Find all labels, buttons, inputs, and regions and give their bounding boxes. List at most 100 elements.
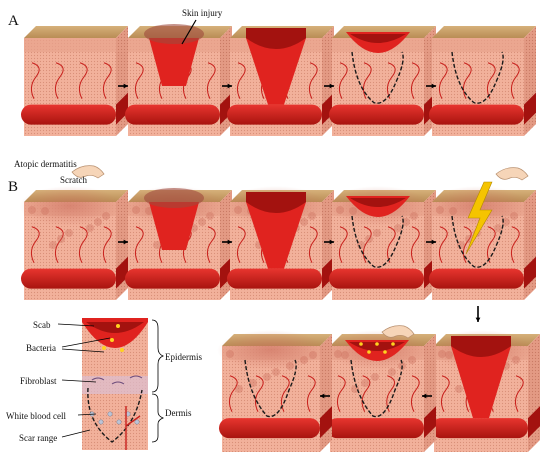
inflammation-spot bbox=[272, 368, 280, 376]
capillary bbox=[486, 226, 496, 263]
inflammation-spot bbox=[361, 379, 369, 387]
inflammation-spot bbox=[234, 206, 242, 214]
inflammation-spot bbox=[373, 229, 381, 237]
capillary bbox=[102, 226, 112, 263]
capillary bbox=[134, 62, 144, 99]
wound-blood bbox=[246, 38, 306, 105]
legend-leader-line bbox=[61, 379, 97, 383]
block-a1 bbox=[21, 26, 128, 136]
inflammation-spot bbox=[455, 385, 463, 393]
blood-vessel-side bbox=[220, 92, 232, 125]
arrow-head bbox=[422, 393, 427, 399]
epidermis-layer bbox=[432, 38, 524, 52]
capillary bbox=[386, 62, 396, 99]
white-blood-cell bbox=[98, 419, 104, 425]
bacteria-dot bbox=[367, 350, 371, 354]
capillary bbox=[280, 375, 290, 412]
hand-shape bbox=[71, 165, 105, 179]
wound-blood bbox=[246, 202, 306, 269]
scar-range-outline bbox=[87, 387, 143, 443]
inflammation-spot bbox=[206, 212, 214, 220]
lightning-icon bbox=[465, 181, 493, 255]
skin-surface bbox=[432, 26, 536, 38]
capillary bbox=[362, 226, 372, 263]
blood-vessel bbox=[125, 104, 220, 125]
inflammation-spot bbox=[449, 207, 457, 215]
block-a4 bbox=[329, 26, 436, 136]
blood-vessel-side bbox=[220, 256, 232, 289]
legend-leader-line bbox=[61, 337, 111, 348]
scar-range-outline bbox=[350, 359, 403, 418]
capillary bbox=[206, 226, 216, 263]
scar-range-outline bbox=[244, 359, 297, 418]
capillary bbox=[338, 62, 348, 99]
inflammation-spot bbox=[394, 224, 402, 232]
flow-arrow-icon bbox=[475, 306, 481, 322]
capillary bbox=[386, 226, 396, 263]
bacteria-dot bbox=[102, 346, 106, 350]
capillary bbox=[125, 406, 141, 450]
legend-epidermis: Epidermis bbox=[165, 352, 202, 362]
blood-vessel-side bbox=[524, 92, 536, 125]
inflammation-spot bbox=[309, 351, 317, 359]
block-c2 bbox=[325, 325, 436, 452]
capillary bbox=[78, 62, 88, 99]
capillary bbox=[438, 62, 448, 99]
blood-vessel-side bbox=[528, 406, 540, 439]
scab-crust bbox=[350, 198, 406, 207]
bacteria-dot bbox=[359, 342, 363, 346]
capillary bbox=[510, 226, 520, 263]
scab bbox=[246, 192, 306, 213]
inflammation-spot bbox=[371, 373, 379, 381]
block-a5 bbox=[429, 26, 536, 136]
flow-arrow-icon bbox=[118, 239, 128, 245]
capillary bbox=[438, 226, 448, 263]
capillary bbox=[254, 375, 264, 412]
flow-arrow-icon bbox=[222, 83, 232, 89]
inflammation-spot bbox=[445, 351, 453, 359]
capillary bbox=[306, 375, 316, 412]
inflammation-spot bbox=[235, 385, 243, 393]
scab bbox=[246, 28, 306, 49]
scar-range-outline bbox=[451, 51, 504, 104]
capillary bbox=[440, 375, 450, 412]
inflammation-spot bbox=[57, 235, 65, 243]
hand-shape bbox=[495, 167, 529, 181]
flow-arrow-icon bbox=[422, 393, 432, 399]
inflammation-spot bbox=[249, 379, 257, 387]
blood-vessel bbox=[429, 268, 524, 289]
arrow-head bbox=[431, 239, 436, 245]
arrow-head bbox=[329, 239, 334, 245]
capillary bbox=[236, 62, 246, 99]
block-b1 bbox=[19, 165, 128, 300]
flow-arrow-icon bbox=[426, 83, 436, 89]
inflammation-spot bbox=[86, 224, 94, 232]
arrow-head bbox=[227, 83, 232, 89]
flow-arrow-icon bbox=[324, 83, 334, 89]
epidermis-brace bbox=[151, 319, 165, 393]
arrow-head bbox=[329, 83, 334, 89]
wound-opening bbox=[144, 188, 204, 208]
capillary bbox=[336, 375, 346, 412]
scratching-hand-icon bbox=[381, 325, 415, 339]
white-blood-cell bbox=[134, 419, 140, 425]
inflammation-spot bbox=[198, 218, 206, 226]
inflammation-spot bbox=[408, 356, 416, 364]
capillary bbox=[361, 375, 371, 412]
legend-fibroblast: Fibroblast bbox=[20, 376, 57, 386]
flow-arrow-icon bbox=[426, 239, 436, 245]
flow-arrow-icon bbox=[324, 239, 334, 245]
block-a3 bbox=[227, 26, 334, 136]
blood-vessel bbox=[431, 418, 528, 439]
blood-vessel bbox=[327, 418, 424, 439]
bacteria-dot bbox=[375, 342, 379, 346]
skin-surface bbox=[24, 26, 128, 38]
dermis-brace bbox=[151, 393, 165, 443]
block-b5 bbox=[427, 167, 536, 300]
inflammation-spot bbox=[41, 207, 49, 215]
blood-vessel bbox=[21, 104, 116, 125]
capillary bbox=[54, 62, 64, 99]
block-b4 bbox=[327, 186, 436, 300]
inflammation-spot bbox=[300, 356, 308, 364]
